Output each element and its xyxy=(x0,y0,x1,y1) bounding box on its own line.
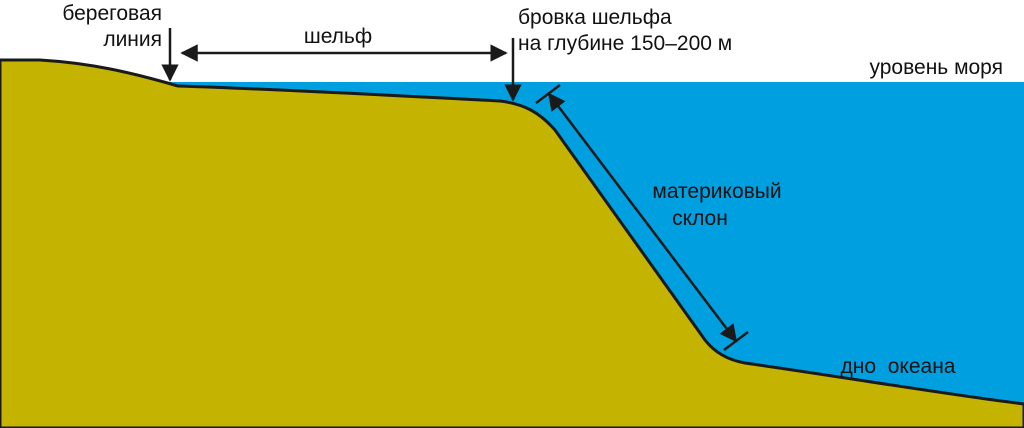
shelf-edge-label-line1: бровка шельфа xyxy=(518,6,672,29)
slope-tick-top xyxy=(535,84,561,104)
land-profile xyxy=(0,58,1024,428)
shelf-label: шельф xyxy=(304,25,372,48)
coastline-label-line1: береговая xyxy=(62,2,162,25)
slope-dimension-arrow xyxy=(547,92,738,343)
ocean-floor-label: дно океана xyxy=(841,355,956,378)
shelf-edge-label-line2: на глубине 150–200 м xyxy=(518,32,732,55)
sea-level-label: уровень моря xyxy=(869,56,1003,79)
slope-tick-bottom xyxy=(723,331,749,351)
continental-slope-label-line2: склон xyxy=(672,207,728,230)
continental-slope-label-line1: материковый xyxy=(652,180,781,203)
coastline-label-line2: линия xyxy=(103,28,162,51)
